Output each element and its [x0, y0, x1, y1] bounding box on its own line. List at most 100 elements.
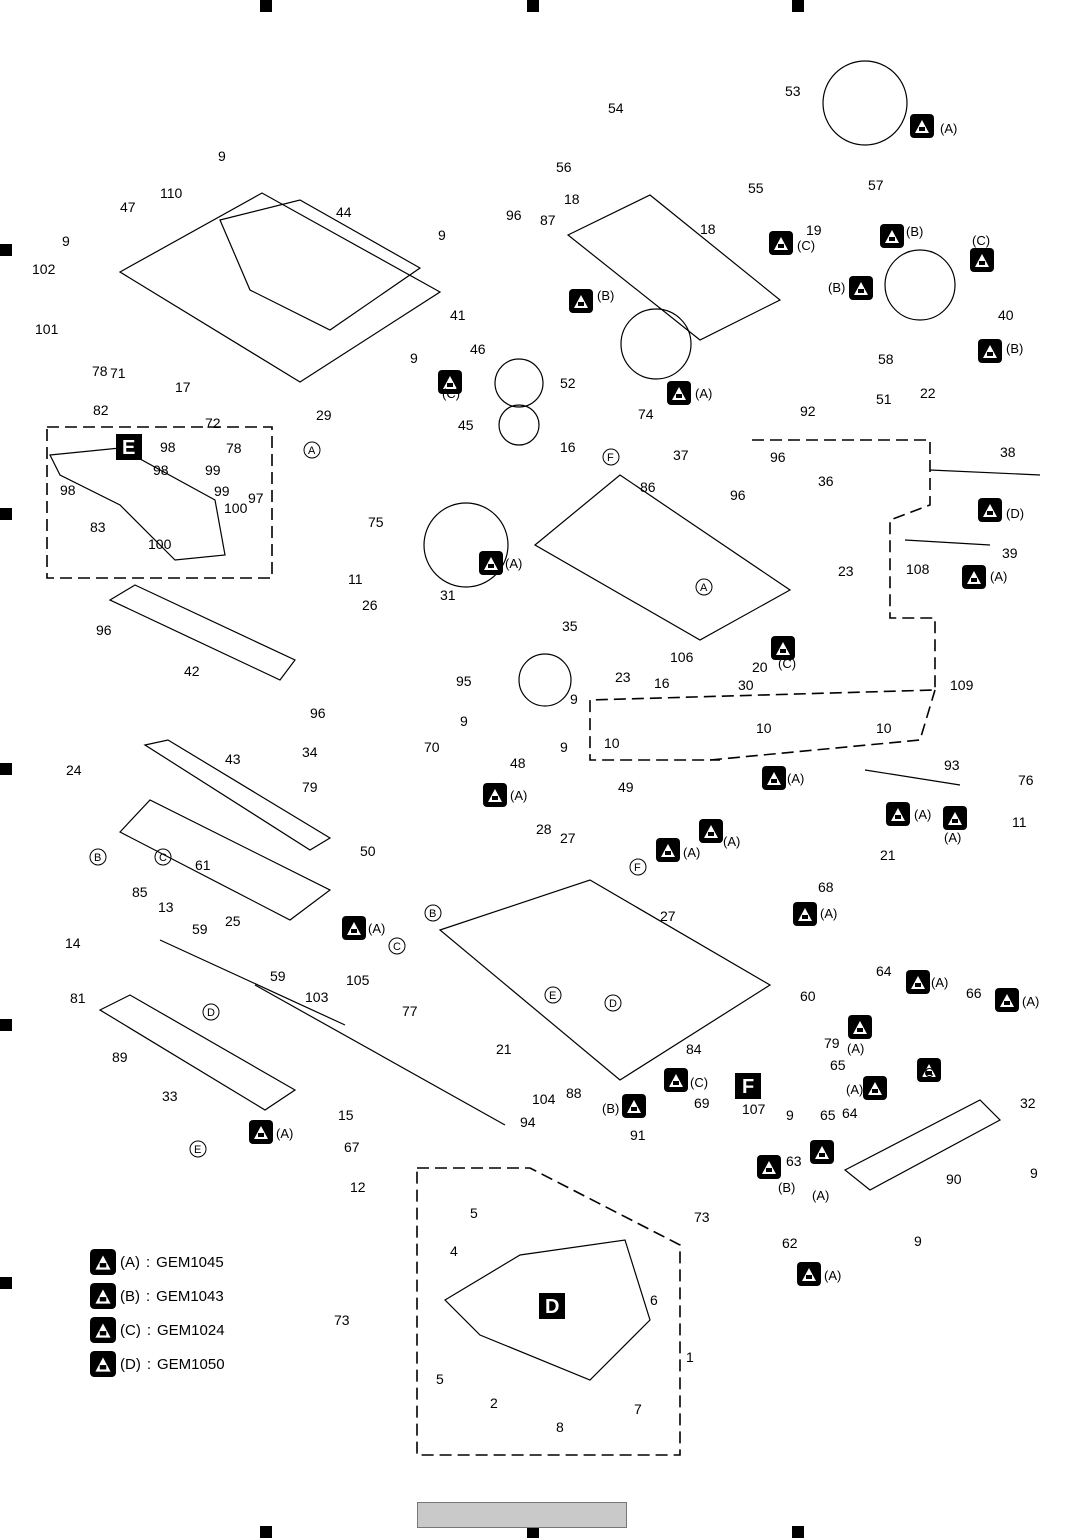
svg-text:39: 39: [1002, 545, 1018, 561]
svg-text:(B): (B): [778, 1180, 795, 1195]
svg-text:110: 110: [160, 185, 183, 201]
side-plate-90: [843, 1099, 1001, 1191]
svg-text:99: 99: [205, 462, 221, 478]
svg-text:26: 26: [362, 597, 378, 613]
svg-text:43: 43: [225, 751, 241, 767]
legend-mark: (C): [120, 1321, 141, 1339]
svg-text:A: A: [700, 582, 708, 594]
section-letter-badges: E D F: [116, 434, 761, 1319]
svg-text:100: 100: [224, 500, 248, 516]
svg-text:16: 16: [560, 439, 576, 455]
svg-text:(C): (C): [778, 656, 796, 671]
svg-text:(B): (B): [1006, 341, 1023, 356]
svg-text:50: 50: [360, 843, 376, 859]
svg-text:73: 73: [694, 1209, 710, 1225]
svg-text:C: C: [393, 941, 401, 953]
detail-circle-b: [884, 249, 956, 321]
svg-text:64: 64: [876, 963, 892, 979]
svg-text:97: 97: [248, 490, 264, 506]
svg-text:17: 17: [175, 379, 191, 395]
svg-text:28: 28: [536, 821, 552, 837]
legend-mark: (B): [120, 1287, 140, 1305]
svg-text:6: 6: [650, 1292, 658, 1308]
registration-mark-top-3: [792, 0, 804, 12]
svg-text:55: 55: [748, 180, 764, 196]
svg-text:9: 9: [62, 233, 70, 249]
svg-text:107: 107: [742, 1101, 766, 1117]
svg-text:68: 68: [818, 879, 834, 895]
svg-text:C: C: [159, 852, 167, 864]
frame-61: [119, 799, 332, 921]
svg-text:E: E: [122, 437, 135, 459]
svg-text:95: 95: [456, 673, 472, 689]
registration-mark-left-3: [0, 763, 12, 775]
svg-text:F: F: [742, 1076, 754, 1098]
svg-text:34: 34: [302, 744, 318, 760]
svg-text:(B): (B): [602, 1101, 619, 1116]
svg-text:(A): (A): [847, 1041, 864, 1056]
svg-text:11: 11: [348, 571, 363, 587]
svg-text:14: 14: [65, 935, 81, 951]
svg-text:19: 19: [806, 222, 822, 238]
svg-text:D: D: [609, 998, 617, 1010]
mechanism-base-86: [533, 474, 792, 641]
svg-text:23: 23: [615, 669, 631, 685]
svg-text:103: 103: [305, 989, 329, 1005]
svg-text:42: 42: [184, 663, 200, 679]
legend-code: GEM1050: [157, 1355, 225, 1373]
svg-text:38: 38: [1000, 444, 1016, 460]
svg-text:(A): (A): [820, 906, 837, 921]
lubricant-icon: [90, 1351, 116, 1377]
svg-text:F: F: [634, 862, 641, 874]
legend-separator: :: [146, 1253, 151, 1271]
svg-text:9: 9: [914, 1233, 922, 1249]
svg-text:106: 106: [670, 649, 694, 665]
svg-text:29: 29: [316, 407, 332, 423]
svg-text:92: 92: [800, 403, 816, 419]
svg-text:104: 104: [532, 1091, 556, 1107]
chassis-top-plate: [118, 192, 442, 383]
svg-text:13: 13: [158, 899, 174, 915]
svg-text:75: 75: [368, 514, 384, 530]
svg-text:(A): (A): [510, 788, 527, 803]
lubricant-icon: [90, 1317, 116, 1343]
svg-text:(A): (A): [787, 771, 804, 786]
svg-text:(A): (A): [683, 845, 700, 860]
svg-text:5: 5: [470, 1205, 478, 1221]
svg-text:67: 67: [344, 1139, 360, 1155]
legend-row-a: (A) : GEM1045: [90, 1245, 310, 1279]
svg-text:98: 98: [153, 462, 169, 478]
svg-text:72: 72: [205, 415, 221, 431]
svg-text:20: 20: [752, 659, 768, 675]
top-plate-opening: [219, 199, 422, 331]
registration-mark-left-1: [0, 244, 12, 256]
svg-text:58: 58: [878, 351, 894, 367]
svg-text:65: 65: [820, 1107, 836, 1123]
svg-text:9: 9: [438, 227, 446, 243]
svg-text:51: 51: [876, 391, 892, 407]
svg-text:40: 40: [998, 307, 1014, 323]
rod-38: [929, 469, 1041, 476]
detail-circle-75: [423, 502, 509, 588]
washer-45: [498, 404, 540, 446]
svg-text:(A): (A): [914, 807, 931, 822]
svg-text:90: 90: [946, 1171, 962, 1187]
svg-text:59: 59: [192, 921, 208, 937]
svg-text:(D): (D): [1006, 506, 1024, 521]
svg-text:30: 30: [738, 677, 754, 693]
svg-text:86: 86: [640, 479, 656, 495]
svg-text:109: 109: [950, 677, 974, 693]
lubricant-legend: (A) : GEM1045 (B) : GEM1043 (C) : GEM102…: [90, 1245, 310, 1381]
svg-text:E: E: [194, 1144, 201, 1156]
svg-text:37: 37: [673, 447, 689, 463]
svg-text:2: 2: [490, 1395, 498, 1411]
svg-text:78: 78: [92, 363, 108, 379]
svg-text:B: B: [94, 852, 101, 864]
shaft-59: [159, 939, 346, 1026]
svg-text:45: 45: [458, 417, 474, 433]
svg-text:79: 79: [302, 779, 318, 795]
svg-text:A: A: [308, 445, 316, 457]
side-plate-89: [98, 994, 297, 1111]
svg-text:83: 83: [90, 519, 106, 535]
